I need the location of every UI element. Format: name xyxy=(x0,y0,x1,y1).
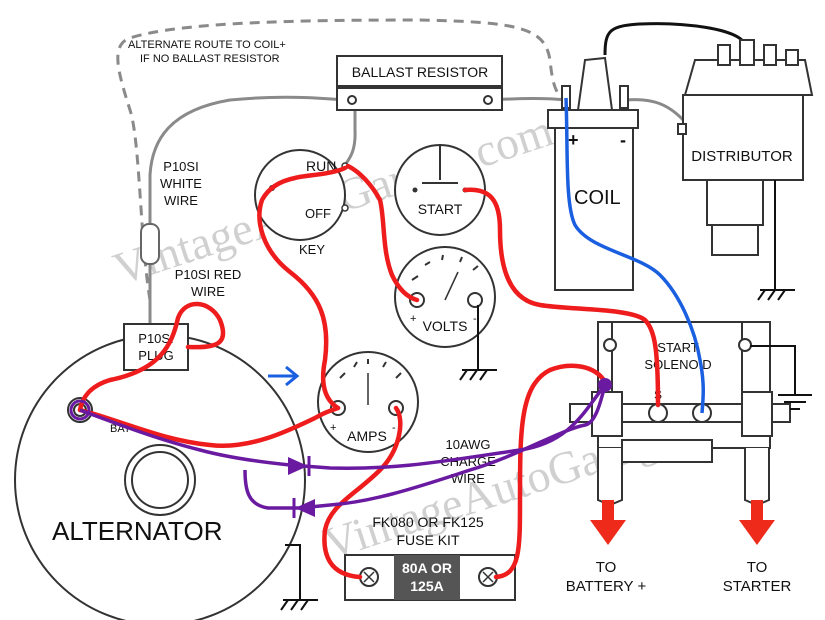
fuse-rating-label: 80A OR xyxy=(402,560,452,576)
fuse-kit-label: FK080 OR FK125 xyxy=(372,514,483,530)
to-starter-label-2: STARTER xyxy=(723,578,792,595)
indicator-arrow-icon xyxy=(268,365,300,387)
ignition-coil xyxy=(547,56,639,291)
p10si-white-wire-label-2: WHITE xyxy=(160,176,202,191)
p10si-red-wire-label: P10SI RED xyxy=(175,267,241,282)
inline-connector xyxy=(140,223,160,265)
coil-minus-label: - xyxy=(620,130,626,150)
off-label: OFF xyxy=(305,206,331,221)
fuse-kit xyxy=(344,554,516,601)
volts-plus-label: + xyxy=(410,313,416,325)
key-label: KEY xyxy=(299,242,325,257)
to-battery-arrow-icon xyxy=(590,500,626,545)
distributor xyxy=(677,39,814,301)
diode-icon-2 xyxy=(292,498,315,518)
alternate-route-label: ALTERNATE ROUTE TO COIL+ xyxy=(128,39,286,51)
voltmeter xyxy=(394,246,497,381)
to-starter-arrow-icon xyxy=(739,500,775,545)
coil-plus-label: + xyxy=(568,130,579,150)
solenoid-battery-stud xyxy=(598,378,612,392)
starter-solenoid xyxy=(569,321,812,507)
to-battery-label-2: BATTERY + xyxy=(566,578,647,595)
alternator-bat-stud xyxy=(69,399,91,421)
p10si-white-wire-label-3: WIRE xyxy=(164,193,198,208)
start-switch xyxy=(394,144,486,236)
alternate-route-dashed-wire xyxy=(116,18,566,301)
solenoid-label: START xyxy=(657,340,698,355)
p10si-red-wire-label-2: WIRE xyxy=(191,284,225,299)
distributor-label: DISTRIBUTOR xyxy=(691,148,793,165)
alternate-route-label-2: IF NO BALLAST RESISTOR xyxy=(140,53,280,65)
solenoid-label-2: SOLENOID xyxy=(644,357,711,372)
amps-plus-label: + xyxy=(330,422,336,434)
to-starter-label: TO xyxy=(747,559,768,576)
alternator xyxy=(14,334,318,620)
alternator-label: ALTERNATOR xyxy=(52,516,222,546)
amps-label: AMPS xyxy=(347,428,387,444)
red-wires xyxy=(77,163,661,580)
volts-label: VOLTS xyxy=(423,318,468,334)
fuse-rating-label-2: 125A xyxy=(410,578,443,594)
coil-label: COIL xyxy=(574,187,621,209)
p10si-plug-label: P10SI xyxy=(138,331,173,346)
diode-icon xyxy=(288,456,311,476)
start-label: START xyxy=(418,201,463,217)
amps-minus-label: - xyxy=(392,422,396,434)
purple-diode-wires xyxy=(79,383,607,510)
fuse-kit-label-2: FUSE KIT xyxy=(396,532,459,548)
charge-wire-label: 10AWG xyxy=(445,437,490,452)
p10si-white-wire-label: P10SI xyxy=(163,159,198,174)
ballast-resistor-label: BALLAST RESISTOR xyxy=(352,64,488,80)
volts-minus-label: - xyxy=(473,313,477,325)
blue-coil-wire xyxy=(564,97,705,414)
ballast-resistor xyxy=(336,55,503,111)
to-battery-label: TO xyxy=(596,559,617,576)
run-label: RUN xyxy=(306,158,336,174)
p10si-white-wire xyxy=(148,95,692,330)
